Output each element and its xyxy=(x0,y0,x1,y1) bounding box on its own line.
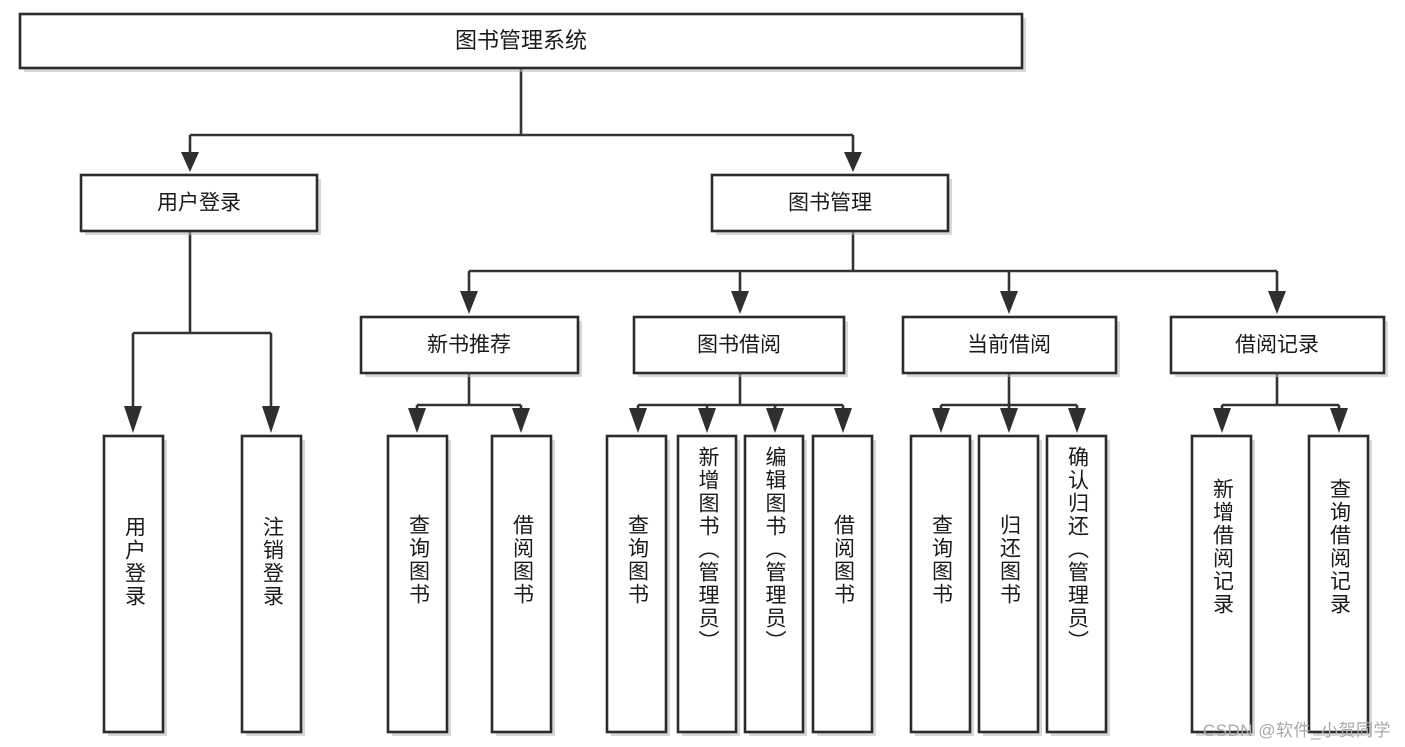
node-book-borrow[interactable]: 图书借阅 xyxy=(632,315,848,377)
node-root-label: 图书管理系统 xyxy=(455,28,587,53)
node-leaf-query-record[interactable] xyxy=(1307,434,1372,736)
connector-root-to-bus xyxy=(190,68,853,137)
node-leaf-user-logout[interactable] xyxy=(240,434,305,736)
node-borrow-record-label: 借阅记录 xyxy=(1235,334,1319,357)
connector-current-borrow-to-leaves xyxy=(932,373,1086,433)
node-leaf-return-book[interactable] xyxy=(977,434,1042,736)
node-root[interactable]: 图书管理系统 xyxy=(18,12,1026,72)
connector-book-borrow-to-leaves xyxy=(629,373,852,433)
node-leaf-confirm-return[interactable] xyxy=(1045,434,1110,736)
node-user-login[interactable]: 用户登录 xyxy=(79,173,321,235)
node-current-borrow[interactable]: 当前借阅 xyxy=(901,315,1120,377)
node-book-manage[interactable]: 图书管理 xyxy=(710,173,952,235)
node-book-manage-label: 图书管理 xyxy=(788,192,872,215)
node-leaf-query-book-1[interactable] xyxy=(386,434,451,736)
connector-layer xyxy=(124,68,1348,433)
connector-borrow-record-to-leaves xyxy=(1213,373,1348,433)
node-current-borrow-label: 当前借阅 xyxy=(967,334,1051,357)
csdn-watermark: CSDN @软件_小贺同学 xyxy=(1202,721,1391,740)
node-leaf-borrow-book-1[interactable] xyxy=(490,434,555,736)
connector-new-book-recommend-to-leaves xyxy=(408,373,530,433)
node-borrow-record[interactable]: 借阅记录 xyxy=(1169,315,1388,377)
node-user-login-label: 用户登录 xyxy=(157,192,241,215)
node-leaf-borrow-book-2[interactable] xyxy=(811,434,876,736)
node-leaf-query-book-3[interactable] xyxy=(909,434,974,736)
node-new-book-recommend-label: 新书推荐 xyxy=(427,334,511,357)
connector-root-to-user-login xyxy=(181,135,199,172)
connector-user-login-to-leaves xyxy=(124,231,280,433)
node-new-book-recommend[interactable]: 新书推荐 xyxy=(359,315,582,377)
node-leaf-query-book-2[interactable] xyxy=(605,434,670,736)
connector-book-manage-to-children xyxy=(460,231,1286,314)
node-leaf-edit-book[interactable] xyxy=(743,434,807,736)
node-book-borrow-label: 图书借阅 xyxy=(697,334,781,357)
connector-root-to-book-manage xyxy=(844,135,862,172)
node-leaf-user-login[interactable] xyxy=(102,434,167,736)
node-leaf-add-record[interactable] xyxy=(1190,434,1255,736)
node-leaf-add-book[interactable] xyxy=(676,434,740,736)
